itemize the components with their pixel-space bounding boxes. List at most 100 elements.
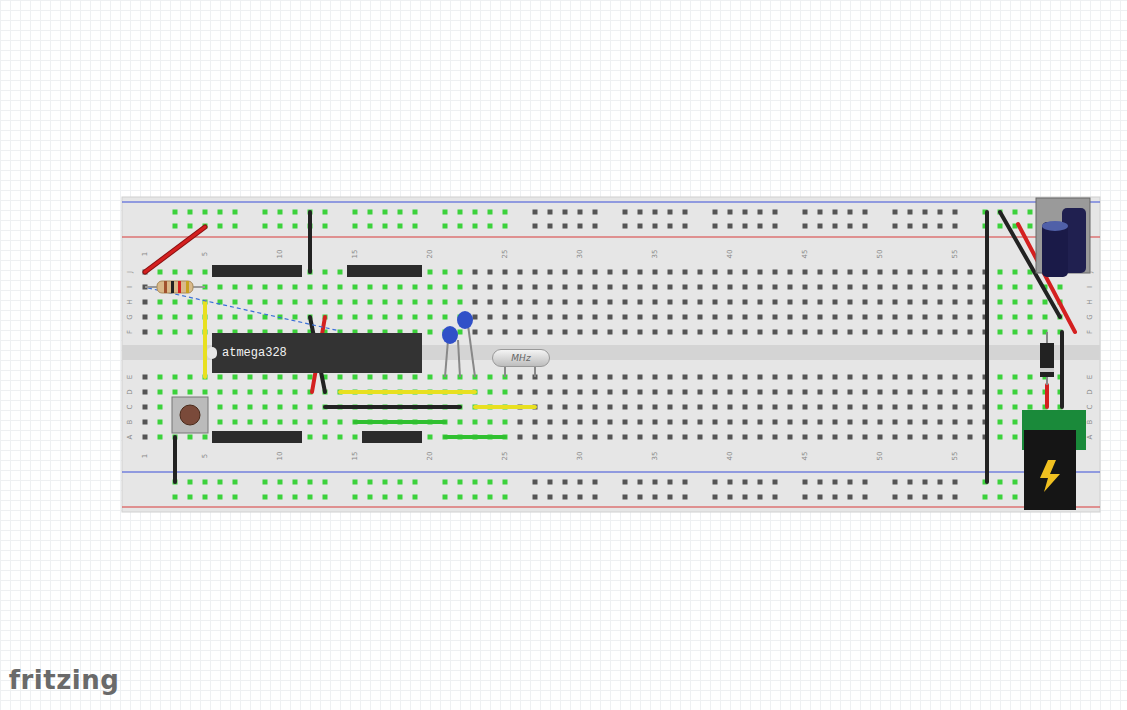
breadboard-hole	[728, 480, 733, 485]
breadboard-hole	[668, 495, 673, 500]
breadboard-hole	[878, 435, 883, 440]
breadboard-hole	[338, 285, 343, 290]
breadboard-hole	[833, 480, 838, 485]
column-number: 5	[201, 454, 209, 458]
breadboard-hole	[398, 495, 403, 500]
breadboard-hole	[788, 405, 793, 410]
breadboard-hole	[503, 315, 508, 320]
breadboard-hole	[383, 480, 388, 485]
breadboard-hole	[953, 390, 958, 395]
breadboard-hole	[173, 495, 178, 500]
breadboard-hole	[593, 315, 598, 320]
breadboard-hole	[263, 420, 268, 425]
breadboard-hole	[578, 285, 583, 290]
breadboard-hole	[653, 330, 658, 335]
rail-line	[122, 202, 1100, 203]
breadboard-hole	[218, 420, 223, 425]
breadboard-hole	[173, 375, 178, 380]
breadboard-hole	[863, 224, 868, 229]
breadboard-hole	[743, 390, 748, 395]
breadboard-hole	[383, 285, 388, 290]
row-letter: F	[126, 330, 134, 334]
breadboard-hole	[998, 435, 1003, 440]
breadboard-hole	[233, 285, 238, 290]
column-number: 50	[876, 452, 884, 461]
breadboard-hole	[578, 210, 583, 215]
breadboard-hole	[653, 270, 658, 275]
breadboard-hole	[608, 300, 613, 305]
breadboard-hole	[908, 375, 913, 380]
breadboard-hole	[563, 270, 568, 275]
breadboard-hole	[233, 224, 238, 229]
breadboard-hole	[788, 315, 793, 320]
breadboard-hole	[1043, 315, 1048, 320]
breadboard-hole	[233, 375, 238, 380]
breadboard-hole	[428, 435, 433, 440]
breadboard-hole	[833, 420, 838, 425]
breadboard-hole	[263, 224, 268, 229]
breadboard-hole	[728, 300, 733, 305]
breadboard-hole	[623, 330, 628, 335]
breadboard-hole	[713, 420, 718, 425]
breadboard-hole	[833, 405, 838, 410]
breadboard-hole	[983, 495, 988, 500]
breadboard-hole	[623, 435, 628, 440]
breadboard-hole	[818, 224, 823, 229]
breadboard-hole	[158, 315, 163, 320]
breadboard-hole	[593, 270, 598, 275]
breadboard-hole	[578, 420, 583, 425]
breadboard-hole	[623, 405, 628, 410]
breadboard-hole	[968, 390, 973, 395]
breadboard-hole	[1013, 420, 1018, 425]
breadboard-hole	[443, 210, 448, 215]
breadboard-hole	[548, 435, 553, 440]
breadboard-hole	[788, 390, 793, 395]
breadboard-hole	[713, 315, 718, 320]
breadboard-hole	[233, 495, 238, 500]
row-letter: B	[126, 420, 134, 425]
breadboard-hole	[248, 405, 253, 410]
breadboard-hole	[263, 210, 268, 215]
breadboard-hole	[683, 375, 688, 380]
breadboard-hole	[488, 420, 493, 425]
breadboard-hole	[158, 375, 163, 380]
breadboard-hole	[218, 315, 223, 320]
breadboard-hole	[158, 300, 163, 305]
breadboard-hole	[803, 270, 808, 275]
breadboard-hole	[1013, 405, 1018, 410]
breadboard-hole	[398, 285, 403, 290]
breadboard-hole	[308, 435, 313, 440]
breadboard-hole	[548, 270, 553, 275]
breadboard-hole	[263, 495, 268, 500]
part-label: MHz	[511, 353, 530, 363]
breadboard-hole	[788, 285, 793, 290]
breadboard-hole	[578, 330, 583, 335]
breadboard-hole	[773, 330, 778, 335]
breadboard-body	[122, 197, 1100, 512]
breadboard-hole	[758, 300, 763, 305]
breadboard-hole	[188, 495, 193, 500]
breadboard-hole	[698, 315, 703, 320]
breadboard-hole	[323, 480, 328, 485]
breadboard-hole	[428, 330, 433, 335]
breadboard-hole	[518, 435, 523, 440]
breadboard-hole	[623, 315, 628, 320]
breadboard-hole	[758, 210, 763, 215]
breadboard-hole	[788, 270, 793, 275]
breadboard-hole	[548, 224, 553, 229]
breadboard-hole	[713, 300, 718, 305]
breadboard-hole	[458, 224, 463, 229]
breadboard-hole	[488, 224, 493, 229]
breadboard-hole	[593, 375, 598, 380]
breadboard-hole	[1013, 375, 1018, 380]
breadboard-hole	[533, 480, 538, 485]
breadboard-hole	[608, 405, 613, 410]
breadboard-hole	[173, 300, 178, 305]
breadboard-hole	[833, 210, 838, 215]
breadboard-hole	[353, 435, 358, 440]
breadboard-hole	[578, 270, 583, 275]
breadboard-hole	[713, 435, 718, 440]
breadboard-hole	[233, 315, 238, 320]
breadboard-hole	[968, 270, 973, 275]
